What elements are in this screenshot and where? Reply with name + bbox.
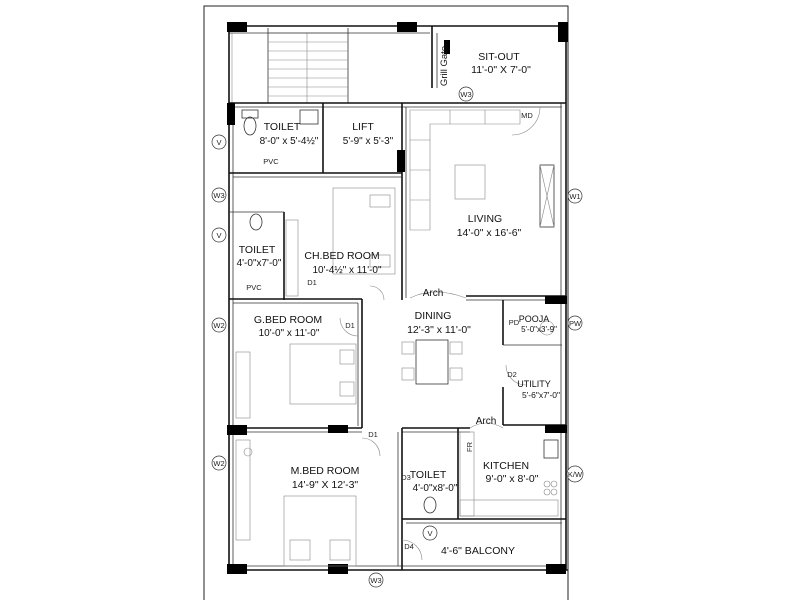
window-tag-w3-top: W3 — [458, 86, 474, 102]
walls — [228, 25, 568, 571]
svg-text:V: V — [216, 138, 221, 147]
vent-tag-3: V — [422, 525, 438, 541]
svg-text:V: V — [427, 529, 432, 538]
room-dims-toilet-2: 4'-0"x7'-0" — [237, 258, 282, 269]
annotations: Grill Gate Arch Arch MD PD FR PVC PVC D1… — [246, 46, 533, 551]
columns — [227, 22, 568, 574]
door-d1-mbed-label: D1 — [368, 430, 378, 439]
svg-text:W3: W3 — [213, 191, 224, 200]
svg-text:V: V — [216, 231, 221, 240]
room-dims-toilet-3: 4'-0"x8'-0" — [413, 483, 458, 494]
room-dims-toilet-1: 8'-0" x 5'-4½" — [260, 136, 319, 147]
sheet-border — [203, 5, 569, 600]
room-dims-g-bedroom: 10'-0" x 11'-0" — [259, 328, 320, 339]
pooja-door-label: PD — [509, 318, 520, 327]
door-d2-label: D2 — [507, 370, 517, 379]
room-name-pooja: POOJA — [519, 314, 550, 324]
fridge-label: FR — [465, 441, 474, 452]
room-name-utility: UTILITY — [517, 379, 551, 389]
window-tag-w3-left: W3 — [211, 187, 227, 203]
room-dims-dining: 12'-3" x 11'-0" — [407, 324, 471, 336]
svg-text:K/W: K/W — [568, 470, 583, 479]
grill-gate-label: Grill Gate — [439, 46, 450, 86]
window-tag-w2-mbed: W2 — [211, 455, 227, 471]
room-dims-ch-bedroom: 10'-4½" x 11'-0" — [312, 265, 382, 276]
window-tags: W3 V W3 V W1 W2 PW W2 — [211, 86, 584, 588]
room-name-ch-bedroom: CH.BED ROOM — [304, 250, 379, 262]
room-dims-m-bedroom: 14'-9" X 12'-3" — [292, 479, 359, 491]
room-dims-sitout: 11'-0" X 7'-0" — [471, 64, 531, 76]
svg-text:PW: PW — [569, 319, 582, 328]
room-dims-living: 14'-0" x 16'-6" — [457, 227, 522, 239]
room-name-toilet-3: TOILET — [410, 469, 447, 481]
arch-label-2: Arch — [476, 416, 497, 427]
window-tag-w3-bottom: W3 — [368, 572, 384, 588]
svg-text:W2: W2 — [213, 459, 224, 468]
window-tag-w2-gbed: W2 — [211, 317, 227, 333]
door-d1-gbed-label: D1 — [345, 321, 355, 330]
room-dims-kitchen: 9'-0" x 8'-0" — [486, 473, 539, 485]
door-d4-label: D4 — [404, 542, 414, 551]
room-name-dining: DINING — [415, 310, 452, 322]
svg-text:W3: W3 — [370, 576, 381, 585]
svg-text:W3: W3 — [460, 90, 471, 99]
door-d1-chbed-label: D1 — [307, 278, 317, 287]
svg-text:W2: W2 — [213, 321, 224, 330]
vent-tag-1: V — [211, 134, 227, 150]
window-tag-pw: PW — [567, 315, 583, 331]
pvc-door-label-2: PVC — [246, 283, 262, 292]
staircase — [231, 28, 349, 103]
vent-tag-2: V — [211, 227, 227, 243]
room-name-kitchen: KITCHEN — [483, 460, 529, 472]
pvc-door-label-1: PVC — [263, 157, 279, 166]
room-name-m-bedroom: M.BED ROOM — [291, 465, 360, 477]
room-name-toilet-1: TOILET — [264, 121, 301, 133]
room-name-sitout: SIT-OUT — [478, 51, 520, 63]
room-name-living: LIVING — [468, 213, 502, 225]
room-name-g-bedroom: G.BED ROOM — [254, 314, 322, 326]
room-dims-pooja: 5'-0"x3'-9" — [521, 325, 557, 334]
svg-text:W1: W1 — [569, 192, 580, 201]
room-name-toilet-2: TOILET — [239, 244, 276, 256]
fixtures — [235, 106, 559, 567]
room-name-balcony: 4'-6" BALCONY — [441, 545, 515, 557]
room-dims-lift: 5'-9" x 5'-3" — [343, 136, 394, 147]
room-dims-utility: 5'-6"x7'-0" — [522, 390, 560, 400]
window-tag-w1: W1 — [567, 188, 583, 204]
door-d3-label: D3 — [401, 473, 411, 482]
room-name-lift: LIFT — [352, 121, 374, 133]
arch-label-1: Arch — [423, 288, 444, 299]
main-door-label: MD — [521, 111, 533, 120]
room-labels: SIT-OUT 11'-0" X 7'-0" TOILET 8'-0" x 5'… — [237, 51, 560, 557]
window-tag-kw: K/W — [566, 465, 584, 483]
